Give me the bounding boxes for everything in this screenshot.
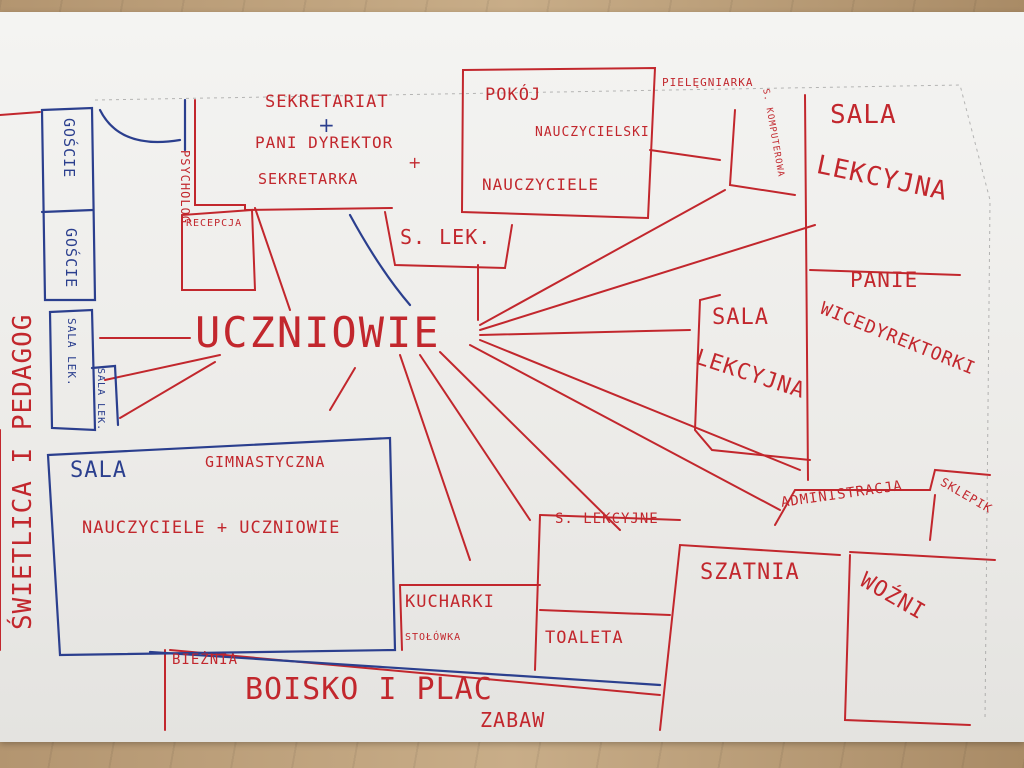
- label-goscie-2: GOŚCIE: [62, 228, 80, 289]
- label-zabaw: ZABAW: [480, 708, 546, 732]
- label-recepcja: RECEPCJA: [186, 218, 243, 229]
- label-toaleta: TOALETA: [545, 628, 624, 648]
- label-nauczyciele-pokoj: NAUCZYCIELE: [482, 175, 599, 194]
- label-sala-lek-2: SALA LEK.: [95, 368, 106, 432]
- label-sala-lekcyjna-1a: SALA: [830, 100, 897, 130]
- label-s-lekcyjne: S. LEKCYJNE: [555, 511, 659, 527]
- label-sekretarka: SEKRETARKA: [258, 170, 359, 188]
- label-sekretariat: SEKRETARIAT: [265, 92, 389, 112]
- label-pani-dyrektor: PANI DYREKTOR: [255, 133, 394, 152]
- label-szatnia: SZATNIA: [700, 560, 800, 585]
- label-sala-gim: SALA: [70, 458, 127, 483]
- label-sala-lek-1: SALA LEK.: [65, 318, 78, 387]
- label-nauczycielski: NAUCZYCIELSKI: [535, 125, 650, 140]
- label-swietlica: ŚWIETLICA I PEDAGOG: [8, 313, 38, 630]
- label-pielegniarka: PIELĘGNIARKA: [662, 76, 754, 89]
- label-psycholog: PSYCHOLOG: [178, 150, 192, 225]
- label-pokoj: POKÓJ: [485, 85, 542, 105]
- label-gimnastyczna: GIMNASTYCZNA: [205, 453, 326, 471]
- label-biezna: BIEŻNIA: [172, 652, 239, 668]
- label-kucharki: KUCHARKI: [405, 592, 495, 612]
- paper-sheet: [0, 12, 1024, 742]
- label-sala-lekcyjna-2a: SALA: [712, 305, 769, 330]
- label-s-lek: S. LEK.: [400, 225, 492, 249]
- label-panie: PANIE: [850, 268, 919, 292]
- label-nauczyciele-uczniowie: NAUCZYCIELE + UCZNIOWIE: [82, 518, 341, 538]
- label-boisko: BOISKO I PLAC: [245, 672, 493, 707]
- label-stolowka: STOŁÓWKA: [405, 632, 462, 643]
- label-goscie-1: GOŚCIE: [60, 118, 78, 179]
- label-uczniowie: UCZNIOWIE: [195, 308, 441, 357]
